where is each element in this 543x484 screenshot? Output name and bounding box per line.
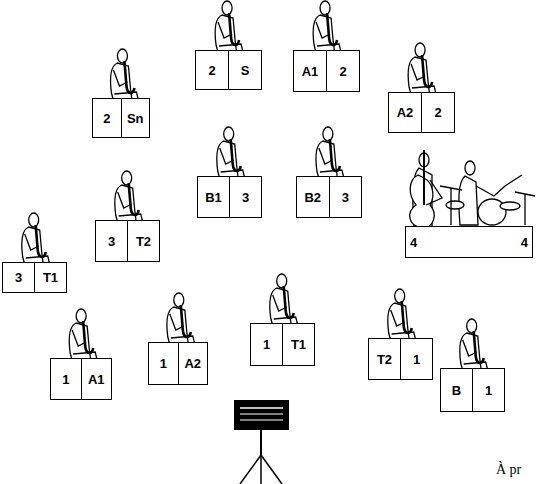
drummer	[440, 161, 535, 225]
conductor-stand	[234, 400, 289, 484]
stand-label: 1	[400, 339, 432, 379]
stand-label: 1	[251, 324, 282, 365]
saxophonist-figure	[115, 171, 144, 226]
stand-label: 1	[149, 343, 178, 384]
music-stand: 3T2	[95, 220, 160, 262]
stand-label: 2	[196, 51, 228, 89]
music-stand: 2Sn	[92, 98, 150, 138]
music-stand: T21	[368, 338, 433, 380]
stand-label: B	[441, 369, 472, 411]
music-stand: 1A1	[50, 358, 112, 400]
music-stand: 1A2	[148, 342, 208, 385]
stand-label: A1	[81, 359, 112, 399]
music-stand: B13	[197, 176, 262, 218]
stand-label: A2	[178, 343, 208, 384]
saxophonist-figure	[408, 43, 437, 98]
music-stand: 1T1	[250, 323, 315, 366]
stand-label: 2	[93, 99, 121, 137]
bass-player	[410, 150, 442, 228]
stand-label: Sn	[121, 99, 150, 137]
music-stand: 3T1	[2, 262, 67, 293]
musician-figures	[22, 1, 489, 374]
stand-label: B1	[198, 177, 229, 217]
music-stand: A22	[388, 92, 455, 133]
music-stand: B23	[296, 176, 362, 218]
saxophonist-figure	[167, 293, 196, 348]
stand-label: 4	[406, 227, 421, 257]
music-stand: A12	[293, 50, 360, 92]
stand-label: 3	[229, 177, 261, 217]
saxophonist-figure	[460, 319, 489, 374]
stand-label: B2	[297, 177, 329, 217]
saxophonist-figure	[22, 213, 51, 268]
music-stand: B1	[440, 368, 505, 412]
stand-label: A1	[294, 51, 326, 91]
saxophonist-figure	[111, 49, 140, 104]
stand-label: 2	[421, 93, 454, 132]
saxophonist-figure	[215, 1, 244, 56]
saxophonist-figure	[316, 127, 345, 182]
music-stand: 44	[405, 226, 533, 258]
saxophonist-figure	[313, 1, 342, 56]
stand-label: T1	[282, 324, 314, 365]
saxophonist-figure	[388, 289, 417, 344]
stand-label: T2	[127, 221, 159, 261]
stand-label: 1	[51, 359, 81, 399]
saxophonist-figure	[69, 309, 98, 364]
stand-label: T2	[369, 339, 400, 379]
stand-label: 1	[472, 369, 504, 411]
saxophonist-figure	[270, 274, 299, 329]
stand-label: S	[228, 51, 261, 89]
stand-label: T1	[34, 263, 66, 292]
stand-label: A2	[389, 93, 421, 132]
stand-label: 4	[517, 227, 532, 257]
stand-label: 2	[326, 51, 359, 91]
stand-label: 3	[3, 263, 34, 292]
music-stand: 2S	[195, 50, 262, 90]
stand-label: 3	[96, 221, 127, 261]
stand-label: 3	[329, 177, 362, 217]
page-text: À pr	[496, 462, 521, 478]
saxophonist-figure	[217, 127, 246, 182]
